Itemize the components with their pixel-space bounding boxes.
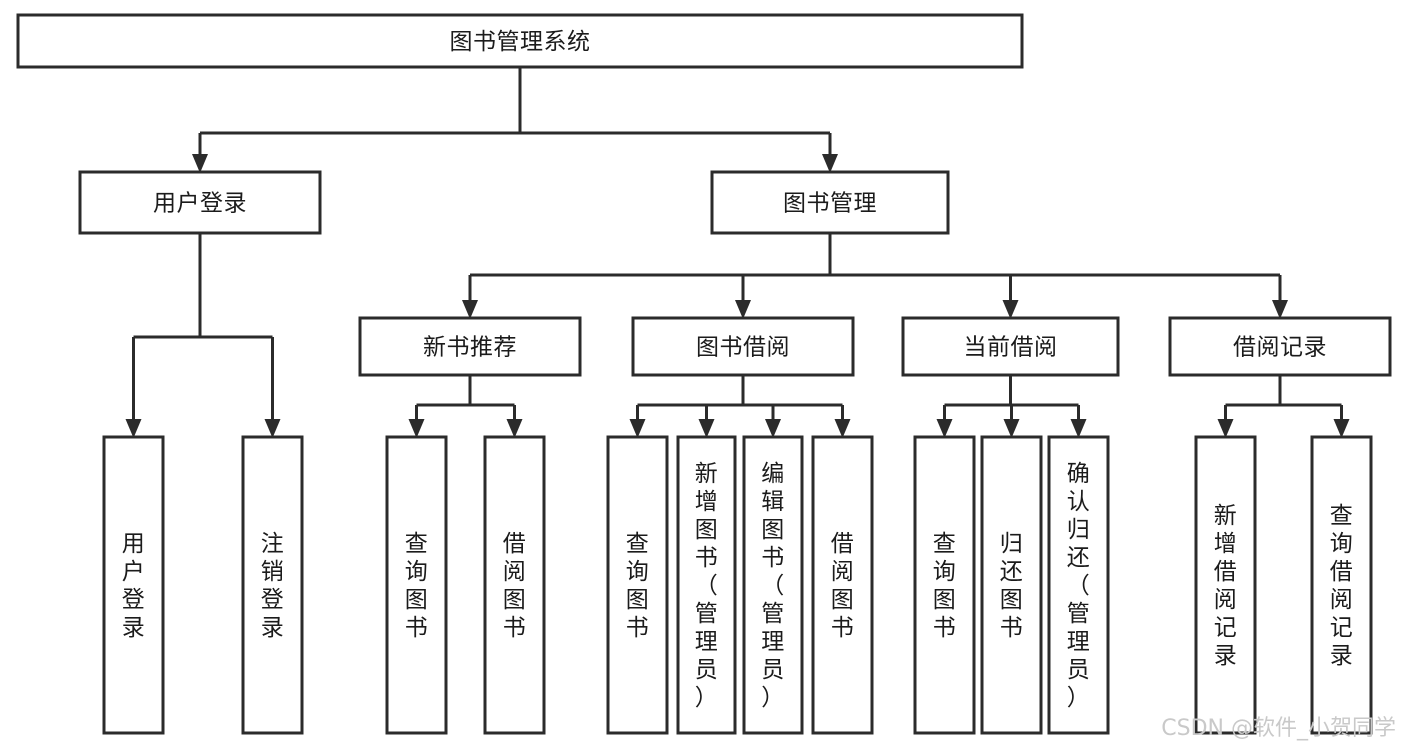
arrow-head-icon [834, 419, 851, 438]
arrow-head-icon [1217, 419, 1234, 438]
node-label-current-borrow: 当前借阅 [964, 335, 1058, 361]
node-label-book-borrow: 图书借阅 [696, 335, 790, 361]
arrow-head-icon [1070, 419, 1087, 438]
node-box-leaf-query-book-2 [606, 435, 669, 735]
arrow-head-icon [408, 419, 425, 438]
arrow-head-icon [822, 154, 838, 173]
node-box-book-borrow [631, 316, 855, 377]
node-leaf-borrow-book-2[interactable]: 借阅图书 [811, 435, 874, 735]
node-box-leaf-user-logout [241, 435, 304, 735]
node-label-leaf-query-book-2: 查询图书 [626, 531, 650, 641]
node-box-leaf-borrow-book-1 [483, 435, 546, 735]
node-box-leaf-confirm-return-admin [1047, 435, 1110, 735]
node-label-leaf-user-logout: 注销登录 [261, 531, 285, 641]
node-leaf-add-book-admin[interactable]: 新增图书（管理员） [676, 435, 737, 735]
arrow-head-icon [1333, 419, 1350, 438]
node-leaf-query-book-3[interactable]: 查询图书 [913, 435, 976, 735]
node-box-leaf-edit-book-admin [742, 435, 804, 735]
node-leaf-edit-book-admin[interactable]: 编辑图书（管理员） [742, 435, 804, 735]
arrow-head-icon [1002, 300, 1019, 319]
node-book-borrow[interactable]: 图书借阅 [631, 316, 855, 377]
watermark-label: CSDN @软件_小贺同学 [1161, 716, 1396, 741]
arrow-head-icon [936, 419, 953, 438]
arrow-head-icon [765, 419, 781, 438]
node-label-leaf-query-book-3: 查询图书 [933, 531, 957, 641]
arrow-head-icon [1272, 300, 1288, 319]
node-layer: 图书管理系统用户登录图书管理新书推荐图书借阅当前借阅借阅记录用户登录注销登录查询… [16, 13, 1392, 735]
node-label-leaf-confirm-return-admin: 确认归还（管理员） [1067, 461, 1091, 711]
node-book-manage[interactable]: 图书管理 [710, 170, 950, 235]
node-leaf-user-logout[interactable]: 注销登录 [241, 435, 304, 735]
node-label-leaf-borrow-book-2: 借阅图书 [831, 531, 855, 641]
node-box-leaf-query-book-1 [385, 435, 448, 735]
node-leaf-return-book[interactable]: 归还图书 [980, 435, 1043, 735]
node-label-borrow-record: 借阅记录 [1233, 335, 1327, 361]
arrow-head-icon [125, 419, 142, 438]
node-box-leaf-query-borrow-record [1310, 435, 1373, 735]
arrow-head-icon [629, 419, 646, 438]
node-leaf-query-book-2[interactable]: 查询图书 [606, 435, 669, 735]
node-user-login[interactable]: 用户登录 [78, 170, 322, 235]
arrow-head-icon [735, 300, 751, 319]
node-root[interactable]: 图书管理系统 [16, 13, 1024, 69]
node-box-user-login [78, 170, 322, 235]
node-label-leaf-return-book: 归还图书 [1000, 531, 1024, 641]
arrow-head-icon [462, 300, 478, 319]
node-box-leaf-return-book [980, 435, 1043, 735]
node-new-book-rec[interactable]: 新书推荐 [358, 316, 582, 377]
arrow-head-icon [264, 419, 281, 438]
node-label-leaf-add-borrow-record: 新增借阅记录 [1214, 503, 1238, 669]
watermark-layer: CSDN @软件_小贺同学 [1161, 716, 1396, 741]
node-leaf-query-book-1[interactable]: 查询图书 [385, 435, 448, 735]
node-leaf-confirm-return-admin[interactable]: 确认归还（管理员） [1047, 435, 1110, 735]
node-box-current-borrow [901, 316, 1120, 377]
node-leaf-borrow-book-1[interactable]: 借阅图书 [483, 435, 546, 735]
connector-layer [125, 67, 1350, 438]
node-label-leaf-query-book-1: 查询图书 [405, 531, 429, 641]
node-box-book-manage [710, 170, 950, 235]
arrow-head-icon [506, 419, 523, 438]
node-label-user-login: 用户登录 [153, 191, 247, 217]
node-label-book-manage: 图书管理 [783, 191, 877, 217]
node-label-leaf-add-book-admin: 新增图书（管理员） [695, 461, 719, 711]
node-leaf-add-borrow-record[interactable]: 新增借阅记录 [1194, 435, 1257, 735]
node-leaf-query-borrow-record[interactable]: 查询借阅记录 [1310, 435, 1373, 735]
node-label-leaf-query-borrow-record: 查询借阅记录 [1330, 503, 1354, 669]
node-box-new-book-rec [358, 316, 582, 377]
node-current-borrow[interactable]: 当前借阅 [901, 316, 1120, 377]
node-box-leaf-query-book-3 [913, 435, 976, 735]
node-label-new-book-rec: 新书推荐 [423, 335, 517, 361]
node-label-leaf-user-login: 用户登录 [122, 531, 146, 641]
node-label-leaf-borrow-book-1: 借阅图书 [503, 531, 527, 641]
arrow-head-icon [698, 419, 715, 438]
node-box-leaf-user-login [102, 435, 165, 735]
node-box-leaf-borrow-book-2 [811, 435, 874, 735]
node-box-borrow-record [1168, 316, 1392, 377]
node-label-root: 图书管理系统 [450, 29, 591, 55]
node-borrow-record[interactable]: 借阅记录 [1168, 316, 1392, 377]
arrow-head-icon [1003, 419, 1020, 438]
arrow-head-icon [192, 154, 208, 173]
node-box-leaf-add-book-admin [676, 435, 737, 735]
node-box-leaf-add-borrow-record [1194, 435, 1257, 735]
node-box-root [16, 13, 1024, 69]
node-label-leaf-edit-book-admin: 编辑图书（管理员） [761, 461, 785, 711]
node-leaf-user-login[interactable]: 用户登录 [102, 435, 165, 735]
